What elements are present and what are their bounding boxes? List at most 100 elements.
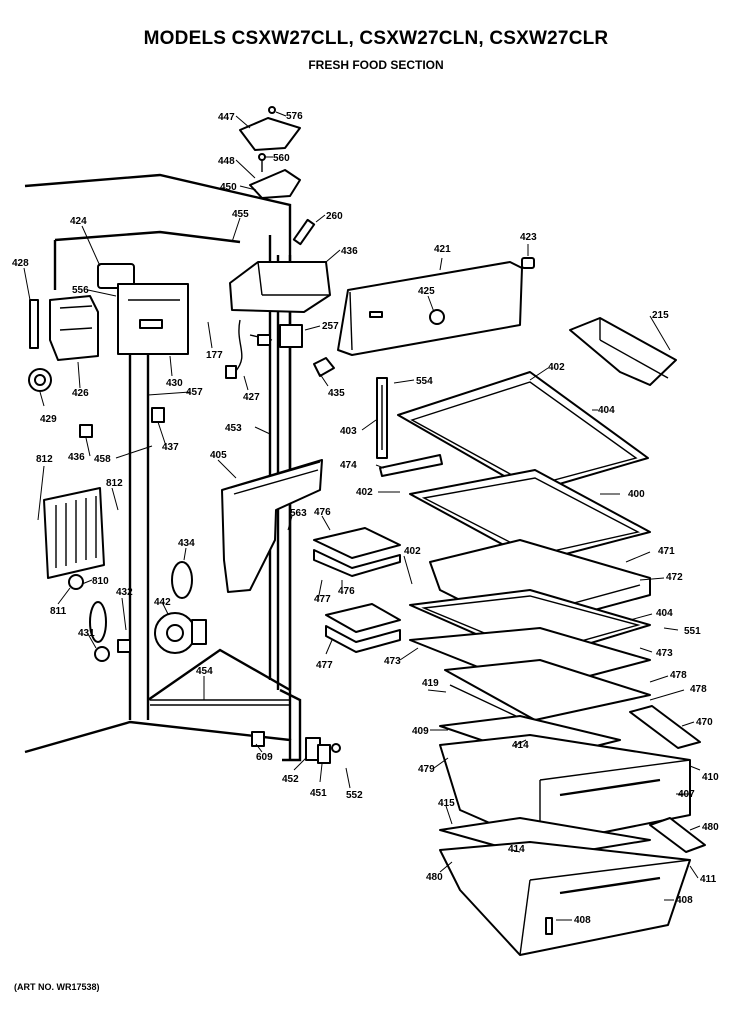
part-470-rail[interactable]	[629, 705, 701, 749]
part-408-crisper-drawer[interactable]	[439, 841, 691, 956]
part-428[interactable]	[29, 299, 39, 349]
label-436b: 436	[68, 452, 85, 463]
label-551: 551	[684, 626, 701, 637]
label-430: 430	[166, 378, 183, 389]
label-454: 454	[196, 666, 213, 677]
part-447-cover[interactable]	[239, 106, 301, 151]
label-811: 811	[50, 606, 67, 617]
label-552: 552	[346, 790, 363, 801]
label-812b: 812	[106, 478, 123, 489]
label-451: 451	[310, 788, 327, 799]
leader-lines	[23, 111, 701, 921]
label-415: 415	[438, 798, 455, 809]
label-476b: 476	[338, 586, 355, 597]
part-419-crisper-cover[interactable]	[444, 659, 651, 726]
part-437[interactable]	[151, 407, 165, 423]
part-labels: 447 576 448 560 450 455 260 436 421 423 …	[12, 111, 719, 926]
label-426: 426	[72, 388, 89, 399]
part-476-pan[interactable]	[313, 527, 401, 577]
part-215-bottle-rack[interactable]	[569, 317, 677, 386]
part-477-pan[interactable]	[325, 603, 401, 653]
label-177: 177	[206, 350, 223, 361]
label-477b: 477	[316, 660, 333, 671]
art-number: (ART NO. WR17538)	[14, 982, 100, 992]
label-404a: 404	[598, 405, 615, 416]
label-414a: 414	[512, 740, 529, 751]
label-576: 576	[286, 111, 303, 122]
label-473b: 473	[656, 648, 673, 659]
part-260[interactable]	[292, 218, 316, 246]
label-215: 215	[652, 310, 669, 321]
part-556[interactable]	[117, 283, 189, 355]
label-479: 479	[418, 764, 435, 775]
part-810-heater[interactable]	[43, 487, 105, 590]
part-436-small[interactable]	[79, 424, 93, 438]
label-480b: 480	[426, 872, 443, 883]
label-429: 429	[40, 414, 57, 425]
part-426-louver[interactable]	[49, 295, 99, 361]
label-405: 405	[210, 450, 227, 461]
label-452: 452	[282, 774, 299, 785]
label-478b: 478	[690, 684, 707, 695]
part-474-rail[interactable]	[379, 454, 443, 477]
label-448: 448	[218, 156, 235, 167]
label-402c: 402	[404, 546, 421, 557]
label-473a: 473	[384, 656, 401, 667]
label-812a: 812	[36, 454, 53, 465]
label-414b: 414	[508, 844, 525, 855]
part-257-switch[interactable]	[279, 324, 303, 348]
part-405-duct[interactable]	[221, 459, 323, 593]
label-450: 450	[220, 182, 237, 193]
label-609: 609	[256, 752, 273, 763]
label-410: 410	[702, 772, 719, 783]
label-435: 435	[328, 388, 345, 399]
label-476a: 476	[314, 507, 331, 518]
part-436-light-housing[interactable]	[229, 261, 331, 313]
label-453: 453	[225, 423, 242, 434]
diagram-subtitle: FRESH FOOD SECTION	[308, 58, 444, 72]
label-471: 471	[658, 546, 675, 557]
label-470: 470	[696, 717, 713, 728]
label-554: 554	[416, 376, 433, 387]
part-432[interactable]	[89, 601, 107, 643]
part-400-shelf[interactable]	[409, 469, 651, 563]
label-442: 442	[154, 597, 171, 608]
label-431: 431	[78, 628, 95, 639]
part-404-top-shelf[interactable]	[397, 371, 649, 493]
label-480a: 480	[702, 822, 719, 833]
part-435[interactable]	[313, 357, 335, 377]
part-434[interactable]	[171, 561, 193, 599]
label-408b: 408	[574, 915, 591, 926]
part-431[interactable]	[94, 639, 131, 662]
diagram-title: MODELS CSXW27CLL, CSXW27CLN, CSXW27CLR	[143, 28, 609, 49]
label-408a: 408	[676, 895, 693, 906]
part-429[interactable]	[28, 368, 52, 392]
label-477a: 477	[314, 594, 331, 605]
label-436: 436	[341, 246, 358, 257]
label-425: 425	[418, 286, 435, 297]
label-402a: 402	[548, 362, 565, 373]
part-421-control-panel[interactable]	[337, 261, 523, 356]
part-403-shelf-ladder[interactable]	[376, 377, 388, 459]
label-563: 563	[290, 508, 307, 519]
part-427-wiring[interactable]	[225, 319, 273, 379]
label-402b: 402	[356, 487, 373, 498]
part-480-rail[interactable]	[649, 817, 706, 853]
label-472: 472	[666, 572, 683, 583]
label-810: 810	[92, 576, 109, 587]
label-260: 260	[326, 211, 343, 222]
part-423[interactable]	[521, 257, 535, 269]
part-609[interactable]	[251, 731, 265, 747]
label-411: 411	[700, 874, 717, 885]
part-424-fan[interactable]	[97, 263, 135, 289]
part-448-bracket[interactable]	[249, 153, 301, 199]
label-432: 432	[116, 587, 133, 598]
label-427: 427	[243, 392, 260, 403]
label-409: 409	[412, 726, 429, 737]
label-423: 423	[520, 232, 537, 243]
part-442-motor[interactable]	[154, 612, 207, 654]
label-434: 434	[178, 538, 195, 549]
part-407-crisper-drawer[interactable]	[439, 734, 691, 846]
label-455: 455	[232, 209, 249, 220]
part-451-hinge[interactable]	[317, 743, 341, 764]
